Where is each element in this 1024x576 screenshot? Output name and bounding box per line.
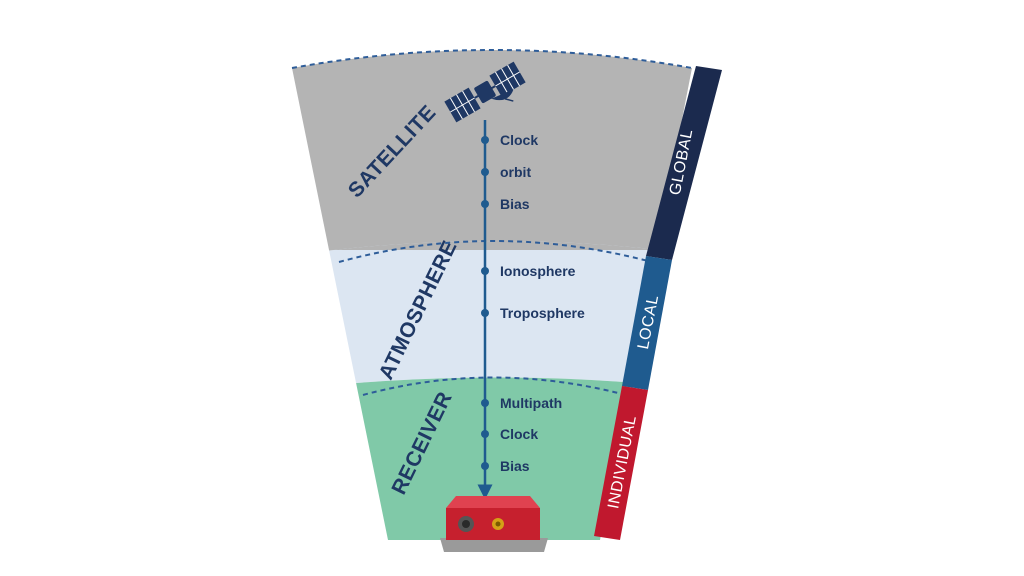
satellite-atmosphere-boundary bbox=[338, 240, 653, 263]
ionosphere-dot bbox=[481, 267, 489, 275]
global-scope-bar bbox=[646, 66, 722, 260]
satellite-bias-label: Bias bbox=[500, 196, 530, 212]
satellite-bias-dot bbox=[481, 200, 489, 208]
receiver-clock-dot bbox=[481, 430, 489, 438]
satellite-items: Clock orbit Bias bbox=[481, 132, 538, 212]
top-boundary bbox=[291, 49, 693, 69]
receiver-items: Multipath Clock Bias bbox=[481, 395, 562, 474]
satellite-atmosphere-fill bbox=[292, 241, 692, 262]
local-scope-bar bbox=[622, 256, 672, 390]
individual-scope-bar bbox=[594, 386, 648, 540]
atmosphere-zone bbox=[292, 241, 692, 395]
satellite-clock-label: Clock bbox=[500, 132, 538, 148]
satellite-orbit-dot bbox=[481, 168, 489, 176]
atmosphere-items: Ionosphere Troposphere bbox=[481, 263, 585, 321]
satellite-clock-dot bbox=[481, 136, 489, 144]
receiver-connector-right-core bbox=[495, 521, 501, 527]
receiver-bias-dot bbox=[481, 462, 489, 470]
receiver-connector-left-core bbox=[462, 520, 470, 528]
receiver-top bbox=[446, 496, 540, 508]
satellite-orbit-label: orbit bbox=[500, 164, 531, 180]
zone-boundaries bbox=[291, 49, 693, 396]
multipath-dot bbox=[481, 399, 489, 407]
troposphere-label: Troposphere bbox=[500, 305, 585, 321]
zones bbox=[292, 50, 692, 540]
satellite-icon bbox=[444, 61, 526, 123]
receiver-bias-label: Bias bbox=[500, 458, 530, 474]
satellite-zone bbox=[292, 50, 692, 250]
receiver-base-plate bbox=[440, 538, 548, 552]
troposphere-dot bbox=[481, 309, 489, 317]
gnss-receiver-icon bbox=[440, 496, 548, 552]
receiver-clock-label: Clock bbox=[500, 426, 538, 442]
ionosphere-label: Ionosphere bbox=[500, 263, 576, 279]
multipath-label: Multipath bbox=[500, 395, 562, 411]
